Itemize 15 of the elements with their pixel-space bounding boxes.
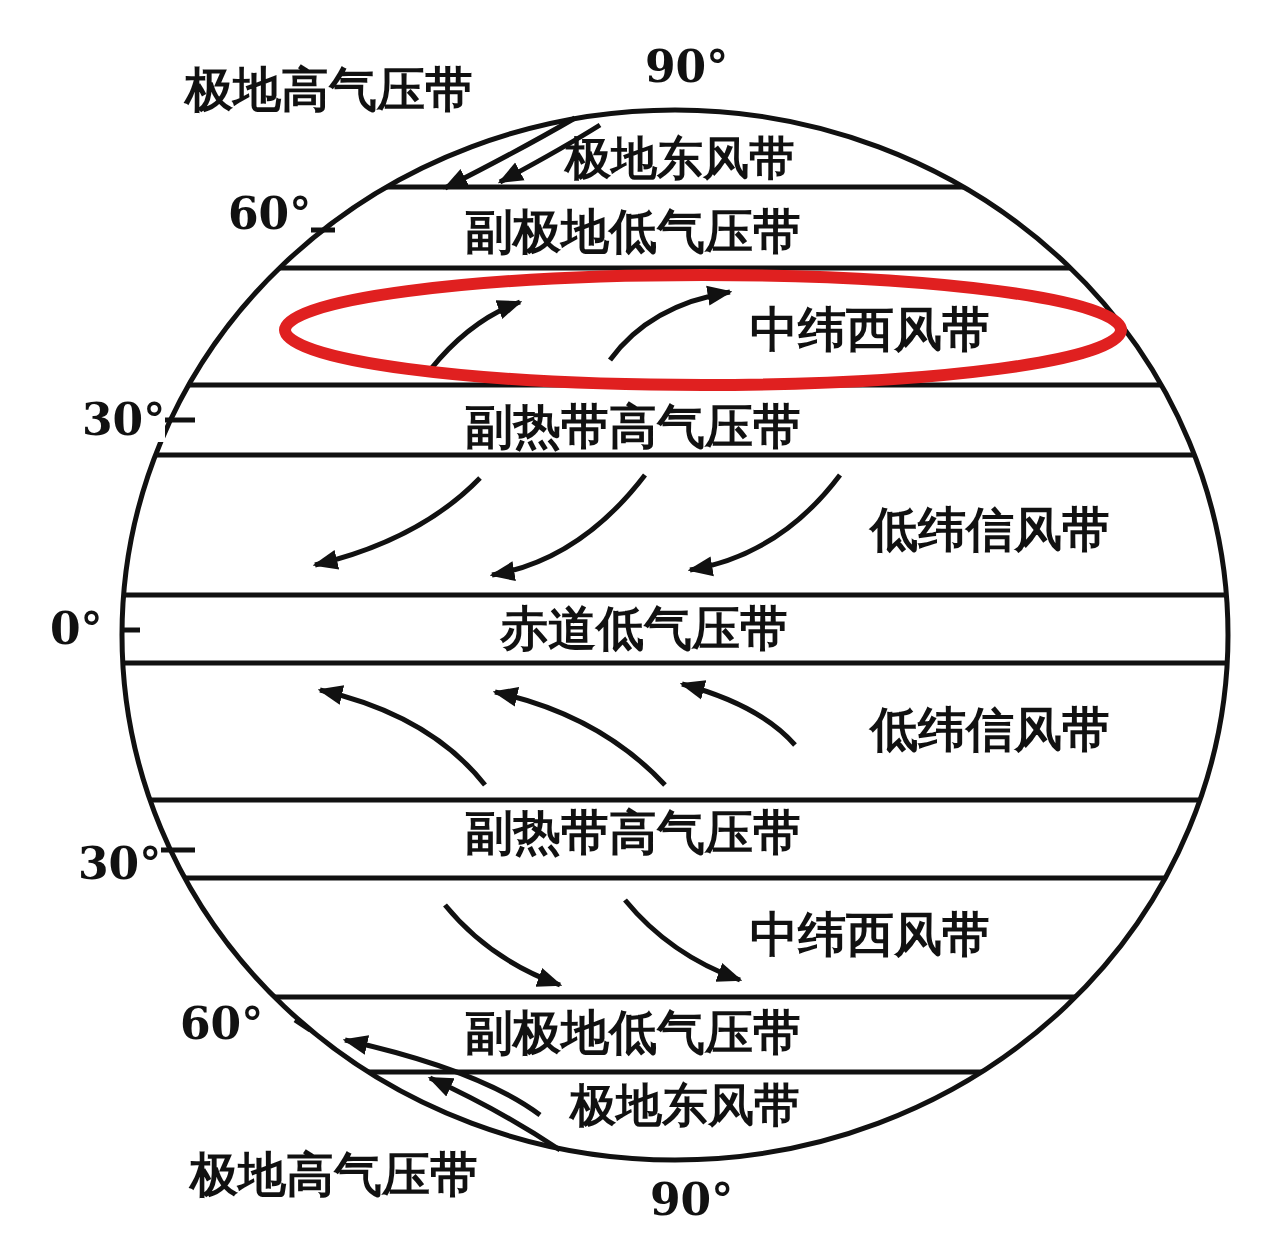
belt-label: 赤道低气压带 bbox=[500, 604, 788, 652]
belt-label: 低纬信风带 bbox=[870, 505, 1110, 553]
belt-label: 极地东风带 bbox=[565, 135, 795, 181]
belt-label: 副极地低气压带 bbox=[465, 1008, 801, 1056]
belt-label: 极地高气压带 bbox=[185, 65, 473, 113]
latitude-label: 30° bbox=[82, 398, 166, 442]
belt-label: 中纬西风带 bbox=[750, 305, 990, 353]
belt-label: 极地高气压带 bbox=[190, 1150, 478, 1198]
belt-label: 副热带高气压带 bbox=[465, 808, 801, 856]
belt-label: 副极地低气压带 bbox=[465, 207, 801, 255]
belt-label: 极地东风带 bbox=[570, 1082, 800, 1128]
latitude-label: 60° bbox=[228, 192, 312, 236]
belt-label: 中纬西风带 bbox=[750, 910, 990, 958]
belt-label: 低纬信风带 bbox=[870, 705, 1110, 753]
belt-label: 副热带高气压带 bbox=[465, 402, 801, 450]
